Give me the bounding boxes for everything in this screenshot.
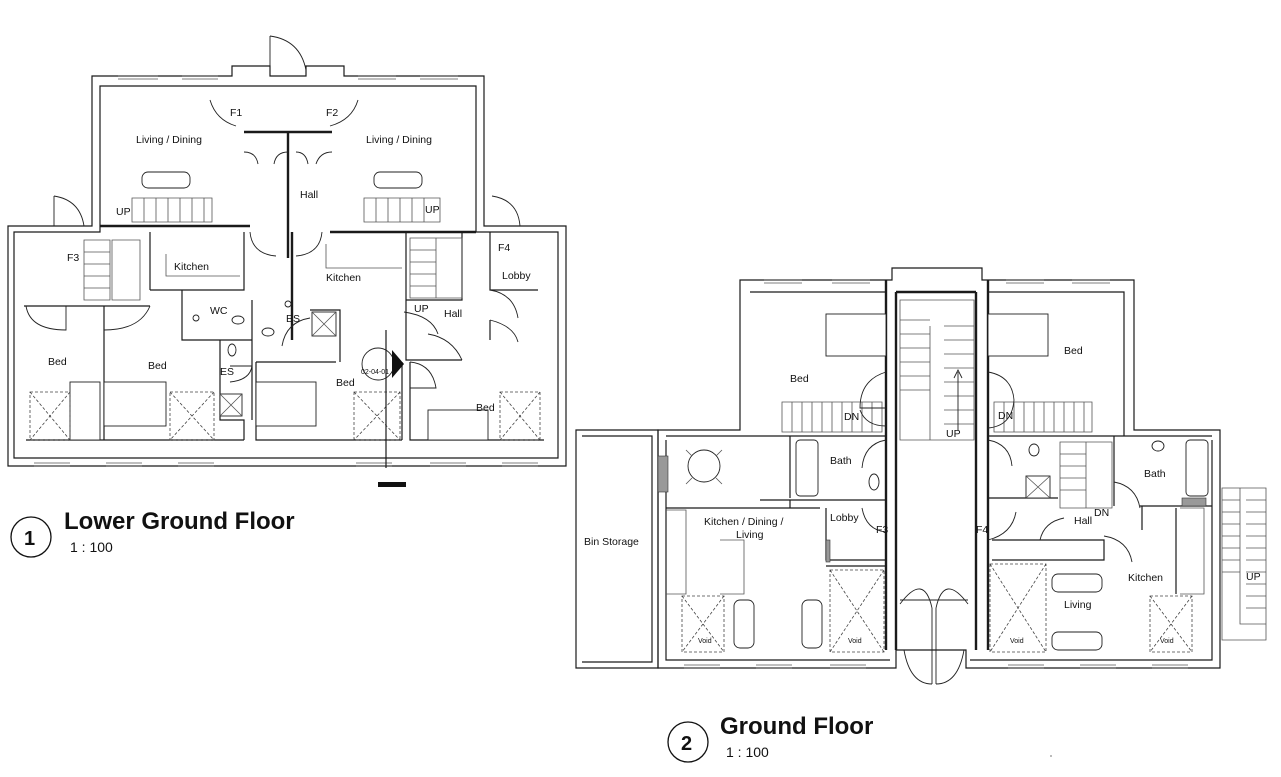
g-label-lobby: Lobby	[830, 512, 859, 524]
lg-view-scale: 1 : 100	[70, 539, 113, 555]
lg-label-kitchen-right: Kitchen	[326, 272, 361, 284]
g-label-bath-right: Bath	[1144, 468, 1166, 480]
lg-label-f4: F4	[498, 242, 510, 254]
lg-label-kitchen-left: Kitchen	[174, 261, 209, 273]
lg-label-bed-4: Bed	[476, 402, 495, 414]
lg-label-hall-top: Hall	[300, 189, 318, 201]
g-label-f3: F3	[876, 524, 888, 536]
lg-label-bed-1: Bed	[48, 356, 67, 368]
g-view-title: Ground Floor	[720, 713, 873, 740]
g-label-kdl-line1: Kitchen / Dining /	[704, 516, 783, 528]
lg-label-up-hall: UP	[414, 303, 429, 315]
lg-view-title: Lower Ground Floor	[64, 508, 295, 535]
lower-ground-floor-plan	[7, 35, 567, 487]
g-label-up-center: UP	[946, 428, 961, 440]
g-label-bin-storage: Bin Storage	[584, 536, 639, 548]
lg-label-up-right: UP	[425, 204, 440, 216]
lg-label-es-left: ES	[220, 366, 234, 378]
g-label-hall: Hall	[1074, 515, 1092, 527]
g-label-kdl-line2: Living	[736, 529, 764, 541]
lg-label-f2: F2	[326, 107, 338, 119]
g-label-kitchen: Kitchen	[1128, 572, 1163, 584]
g-label-dn-hall: DN	[1094, 507, 1109, 519]
lg-label-up-left: UP	[116, 206, 131, 218]
lg-label-f1: F1	[230, 107, 242, 119]
lg-label-living-dining-right: Living / Dining	[366, 134, 432, 146]
lg-section-ref: 02-04-01	[361, 369, 389, 376]
g-label-void-2: Void	[848, 638, 862, 645]
lg-label-f3: F3	[67, 252, 79, 264]
lower-ground-view-title: 1 Lower Ground Floor 1 : 100	[10, 508, 295, 558]
lg-label-es-right: ES	[286, 313, 300, 325]
g-label-f4: F4	[976, 524, 988, 536]
ground-floor-plan	[575, 267, 1267, 757]
g-label-void-1: Void	[698, 638, 712, 645]
ground-view-title: 2 Ground Floor 1 : 100	[667, 713, 873, 763]
g-label-void-3: Void	[1010, 638, 1024, 645]
lg-label-living-dining-left: Living / Dining	[136, 134, 202, 146]
lg-label-bed-3: Bed	[336, 377, 355, 389]
lg-label-hall-right: Hall	[444, 308, 462, 320]
lg-label-lobby: Lobby	[502, 270, 531, 282]
g-label-bed-right: Bed	[1064, 345, 1083, 357]
g-label-void-4: Void	[1160, 638, 1174, 645]
lg-view-number: 1	[24, 528, 35, 550]
g-label-living: Living	[1064, 599, 1092, 611]
lg-label-wc: WC	[210, 305, 228, 317]
g-view-scale: 1 : 100	[726, 744, 769, 760]
g-label-bed-left: Bed	[790, 373, 809, 385]
g-label-bath-left: Bath	[830, 455, 852, 467]
g-view-number: 2	[681, 733, 692, 755]
lg-label-bed-2: Bed	[148, 360, 167, 372]
g-label-dn-right: DN	[998, 410, 1013, 422]
g-label-dn-left: DN	[844, 411, 859, 423]
g-label-up-ext: UP	[1246, 571, 1261, 583]
